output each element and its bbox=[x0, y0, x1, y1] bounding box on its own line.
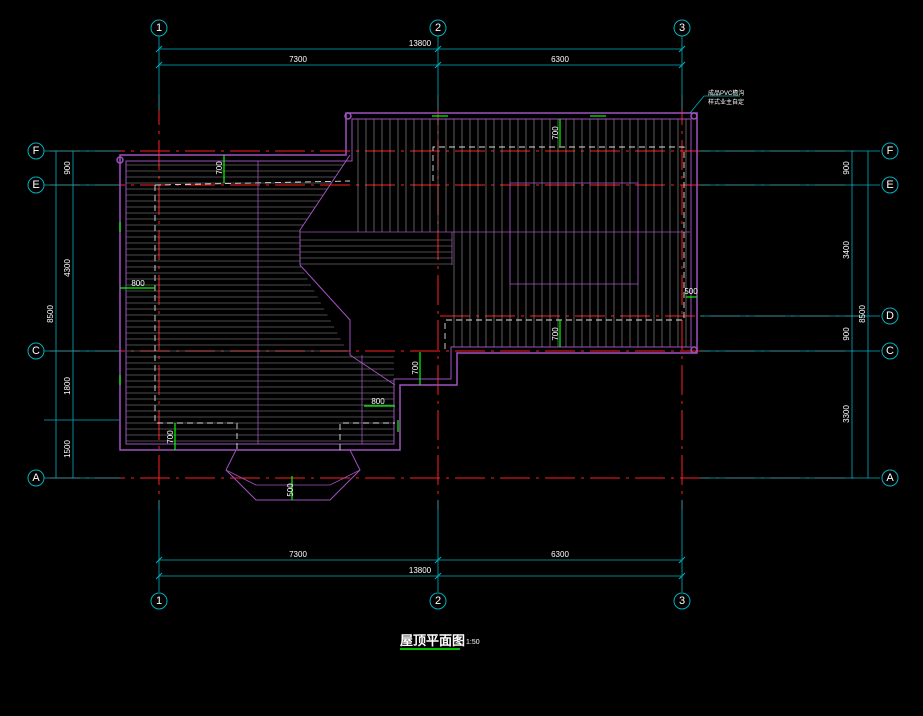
col-label-top-2: 2 bbox=[435, 22, 441, 34]
dim-right-dc: 900 bbox=[842, 327, 851, 341]
dim-right-ca: 3300 bbox=[842, 405, 851, 423]
roof-hatch-right bbox=[357, 119, 687, 347]
row-label-left-A: A bbox=[32, 472, 40, 484]
bubble-labels: 1 2 3 1 2 3 F E C A F E D C A bbox=[32, 22, 894, 607]
roof-hatch-left bbox=[126, 164, 452, 442]
drainage-arrows bbox=[119, 115, 697, 500]
row-label-left-E: E bbox=[32, 179, 39, 191]
dim-overhang-700-bottom-left: 700 bbox=[166, 430, 175, 444]
dim-left-ec: 4300 bbox=[63, 259, 72, 277]
dim-left-c-low: 1800 bbox=[63, 377, 72, 395]
dim-left-overall: 8500 bbox=[46, 305, 55, 323]
col-label-top-3: 3 bbox=[679, 22, 685, 34]
dim-overhang-700-mid-right: 700 bbox=[551, 327, 560, 341]
dim-overhang-700-top-left: 700 bbox=[215, 161, 224, 175]
row-label-right-D: D bbox=[886, 310, 894, 322]
dim-bottom-overall: 13800 bbox=[409, 566, 432, 575]
note-line-2: 样式业主自定 bbox=[708, 98, 744, 106]
dim-overhang-500-right: 500 bbox=[684, 287, 698, 296]
dimension-texts: 13800 7300 6300 7300 6300 13800 900 4300… bbox=[46, 39, 867, 575]
col-label-bottom-1: 1 bbox=[156, 595, 162, 607]
gutter-note: 成品PVC檐沟 样式业主自定 bbox=[708, 89, 744, 106]
dim-right-overall: 8500 bbox=[858, 305, 867, 323]
dim-bottom-span2: 6300 bbox=[551, 550, 569, 559]
drawing-title: 屋顶平面图 1:50 bbox=[400, 633, 480, 650]
note-leader bbox=[689, 95, 740, 114]
dim-right-fe: 900 bbox=[842, 161, 851, 175]
dim-left-fe: 900 bbox=[63, 161, 72, 175]
wall-dashed bbox=[154, 146, 685, 450]
dim-bottom-span1: 7300 bbox=[289, 550, 307, 559]
row-label-left-F: F bbox=[33, 145, 40, 157]
column-bubbles bbox=[150, 19, 691, 610]
col-label-bottom-3: 3 bbox=[679, 595, 685, 607]
dim-right-ed: 3400 bbox=[842, 241, 851, 259]
dim-overhang-700-step: 700 bbox=[411, 361, 420, 375]
row-label-right-A: A bbox=[886, 472, 894, 484]
axis-lines bbox=[50, 95, 860, 510]
row-label-right-E: E bbox=[886, 179, 893, 191]
note-line-1: 成品PVC檐沟 bbox=[708, 89, 744, 97]
row-label-right-C: C bbox=[886, 345, 894, 357]
dim-overhang-800-step: 800 bbox=[371, 397, 385, 406]
roof-outline bbox=[116, 112, 698, 501]
title-scale: 1:50 bbox=[466, 639, 480, 646]
col-label-top-1: 1 bbox=[156, 22, 162, 34]
dim-overhang-700-top-right: 700 bbox=[551, 126, 560, 140]
title-text: 屋顶平面图 bbox=[400, 633, 465, 648]
row-label-left-C: C bbox=[32, 345, 40, 357]
row-label-right-F: F bbox=[887, 145, 894, 157]
dimension-ticks bbox=[155, 45, 686, 580]
dim-left-low: 1500 bbox=[63, 440, 72, 458]
dim-top-overall: 13800 bbox=[409, 39, 432, 48]
row-bubbles bbox=[27, 142, 899, 487]
col-label-bottom-2: 2 bbox=[435, 595, 441, 607]
dim-overhang-800-left: 800 bbox=[131, 279, 145, 288]
dim-top-span2: 6300 bbox=[551, 55, 569, 64]
dim-overhang-500-bay: 500 bbox=[286, 483, 295, 497]
dim-top-span1: 7300 bbox=[289, 55, 307, 64]
